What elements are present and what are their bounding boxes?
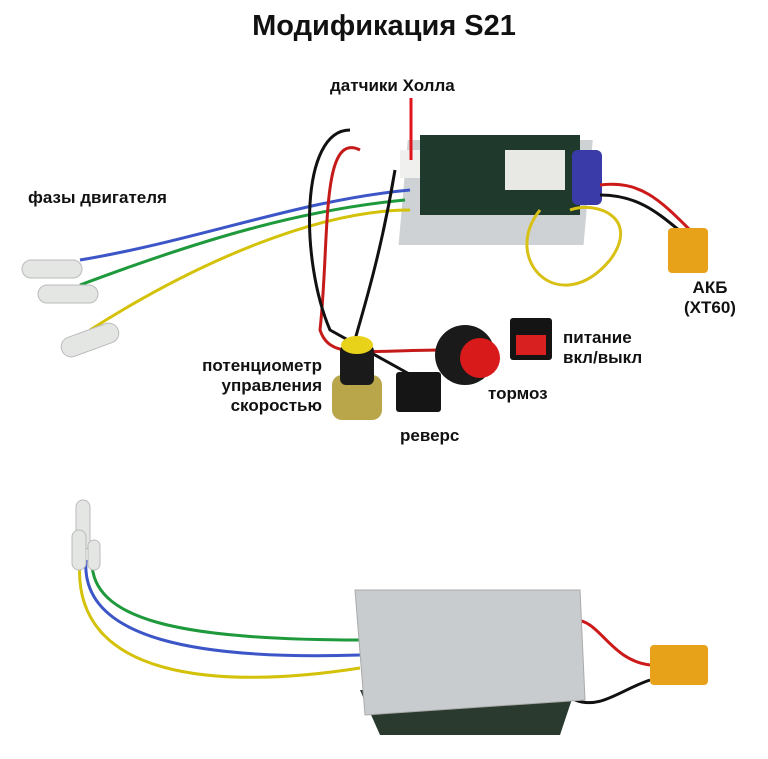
xt60-connector <box>668 228 708 273</box>
label-potentiometer: потенциометр управления скоростью <box>186 356 322 416</box>
brake-button <box>435 325 500 385</box>
label-power-line2: вкл/выкл <box>563 348 643 367</box>
label-hall-sensors: датчики Холла <box>330 76 455 95</box>
label-brake: тормоз <box>488 384 548 403</box>
phase-connectors-bottom <box>71 499 101 571</box>
label-battery-line1: АКБ <box>692 278 728 297</box>
potentiometer <box>332 336 382 420</box>
label-battery-line2: (XT60) <box>684 298 736 317</box>
controller-board-top <box>398 135 593 245</box>
reverse-switch <box>396 372 441 412</box>
controller-heatsink <box>354 589 586 735</box>
wires-bottom <box>78 559 651 705</box>
label-pot-line3: скоростью <box>230 396 322 415</box>
label-power-line1: питание <box>563 328 632 347</box>
xt60-connector-bottom <box>650 645 708 685</box>
capacitor <box>572 150 602 205</box>
label-battery: АКБ (XT60) <box>684 278 736 318</box>
label-pot-line1: потенциометр <box>202 356 322 375</box>
label-power-switch: питание вкл/выкл <box>563 328 642 368</box>
label-pot-line2: управления <box>221 376 322 395</box>
page-title: Модификация S21 <box>252 10 516 42</box>
label-motor-phases: фазы двигателя <box>28 188 167 207</box>
power-switch <box>510 318 552 360</box>
label-reverse: реверс <box>400 426 460 445</box>
phase-connectors <box>21 259 120 358</box>
